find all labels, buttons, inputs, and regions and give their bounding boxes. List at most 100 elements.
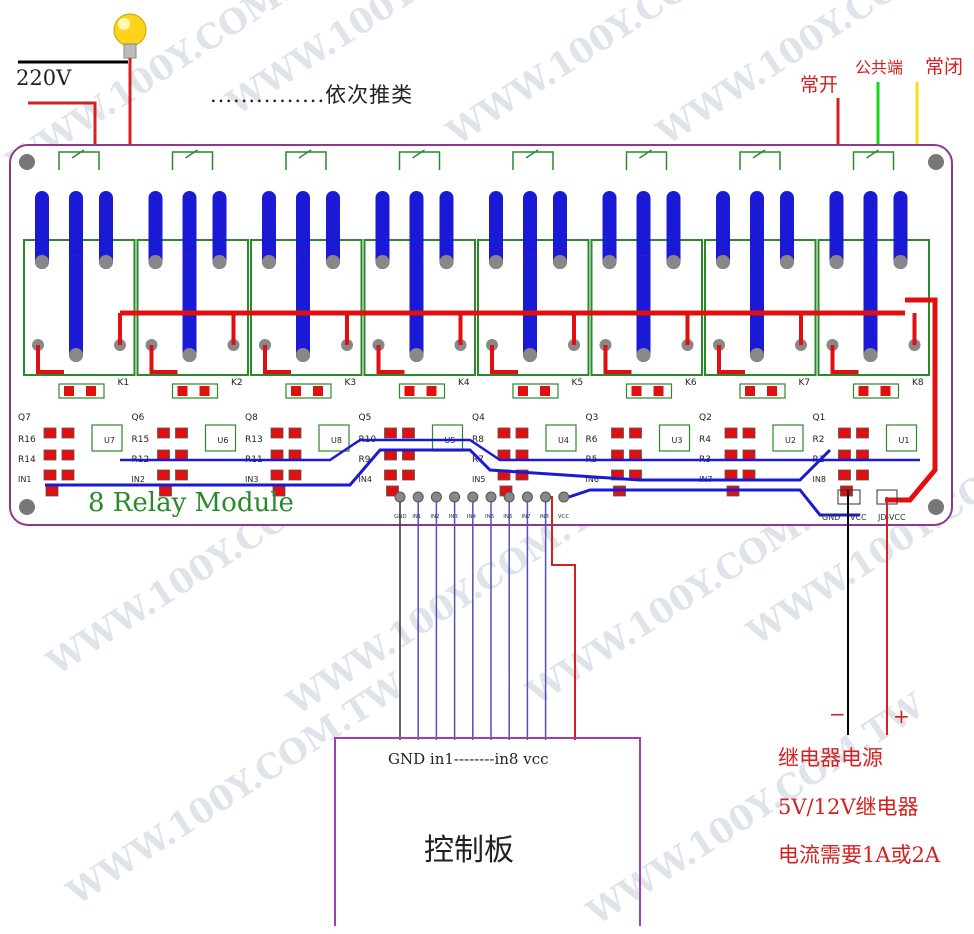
- smd-pad: [404, 386, 415, 396]
- contact-pad: [409, 348, 424, 362]
- smd-pad: [86, 386, 96, 396]
- control-board-label: 控制板: [424, 833, 514, 868]
- relay-switch-symbol: [752, 149, 766, 159]
- resistor-label: R9: [359, 455, 371, 465]
- smd-pad: [386, 485, 399, 497]
- optocoupler-outline: [545, 424, 577, 452]
- relay-channel: K4: [363, 149, 476, 388]
- contact-pad: [99, 255, 113, 269]
- smd-pad: [313, 386, 323, 396]
- relay-symbol: [171, 151, 214, 170]
- contact-pad: [829, 255, 844, 269]
- transistor-outline: [512, 383, 559, 399]
- control-pins-label: GND in1--------in8 vcc: [388, 750, 549, 768]
- smd-pad: [724, 449, 738, 461]
- power-header-label: JD-VCC: [877, 513, 906, 522]
- relay-switch-symbol: [185, 149, 198, 159]
- contact-pad: [375, 255, 390, 269]
- header-pin: [467, 491, 479, 503]
- plus-label: +: [893, 704, 910, 728]
- smd-pad: [724, 427, 738, 439]
- relay-symbol: [58, 151, 100, 170]
- wire-vcc: [551, 496, 576, 740]
- optocoupler-outline: [318, 424, 350, 452]
- smd-pad: [858, 386, 869, 396]
- relay-switch-symbol: [71, 149, 85, 159]
- header-pin: [449, 491, 461, 503]
- optocoupler-label: U3: [672, 436, 683, 445]
- transistor-label: Q7: [18, 413, 31, 423]
- relay-switch-symbol: [866, 149, 879, 159]
- smd-pad: [157, 449, 170, 461]
- smd-pad: [838, 427, 851, 439]
- input-label: IN2: [132, 475, 145, 484]
- optocoupler-outline: [91, 424, 123, 452]
- resistor-label: R15: [132, 435, 150, 445]
- minus-label: −: [829, 702, 846, 726]
- contact-pad: [212, 255, 227, 269]
- relay-channel: K1: [23, 149, 136, 388]
- header-pin-label: IN2: [430, 514, 439, 520]
- header-pin: [485, 491, 497, 503]
- relay-channel: K7: [704, 149, 817, 388]
- smd-pad: [629, 449, 642, 461]
- smd-pad: [175, 449, 188, 461]
- contact-pad: [262, 255, 276, 269]
- contact-pad: [296, 348, 310, 362]
- coil-trace: [830, 345, 859, 374]
- lightbulb-icon: [113, 13, 147, 59]
- smd-pad: [631, 386, 642, 396]
- contact-pad: [716, 255, 730, 269]
- smd-pad: [838, 469, 851, 481]
- contact-pad: [35, 255, 49, 269]
- input-label: IN8: [813, 475, 826, 484]
- relay-symbol: [398, 151, 441, 170]
- contact-pad: [148, 255, 163, 269]
- optocoupler-outline: [772, 424, 804, 452]
- resistor-label: R4: [699, 435, 711, 445]
- header-pin: [540, 491, 552, 503]
- transistor-label: Q4: [472, 413, 485, 423]
- smd-pad: [270, 449, 284, 461]
- header-pin-label: IN6: [503, 514, 513, 520]
- input-label: IN4: [359, 475, 372, 484]
- smd-pad: [43, 469, 57, 481]
- optocoupler-label: U6: [218, 436, 229, 445]
- coil-trace: [149, 345, 178, 374]
- header-pin: [394, 491, 406, 503]
- smd-pad: [270, 469, 284, 481]
- smd-pad: [43, 449, 57, 461]
- smd-pad: [157, 469, 170, 481]
- smd-pad: [288, 469, 302, 481]
- sequence-label: ...............依次推类: [210, 83, 414, 107]
- coil-trace: [263, 345, 291, 374]
- resistor-label: R16: [18, 435, 36, 445]
- control-board-box: [334, 737, 641, 926]
- resistor-label: R8: [472, 435, 484, 445]
- header-pin-label: IN8: [540, 514, 550, 520]
- power-header-label: VCC: [850, 513, 867, 522]
- optocoupler-label: U1: [899, 436, 910, 445]
- transistor-outline: [398, 383, 446, 399]
- smd-pad: [43, 427, 57, 439]
- relay-symbol: [739, 151, 781, 170]
- relay-label: K1: [118, 378, 130, 388]
- contact-pad: [780, 255, 794, 269]
- input-label: IN6: [586, 475, 599, 484]
- relay-label: K8: [912, 378, 924, 388]
- smd-pad: [64, 386, 74, 396]
- relay-switch-symbol: [298, 149, 312, 159]
- contact-pad: [489, 255, 503, 269]
- smd-pad: [175, 427, 188, 439]
- smd-pad: [611, 427, 624, 439]
- relay-switch-symbol: [525, 149, 539, 159]
- smd-pad: [288, 427, 302, 439]
- smd-pad: [518, 386, 528, 396]
- coil-trace: [376, 345, 405, 374]
- smd-pad: [742, 427, 756, 439]
- input-label: IN1: [18, 475, 31, 484]
- contact-pad: [326, 255, 340, 269]
- smd-pad: [157, 427, 170, 439]
- header-pin-label: IN1: [412, 514, 421, 520]
- transistor-outline: [171, 383, 219, 399]
